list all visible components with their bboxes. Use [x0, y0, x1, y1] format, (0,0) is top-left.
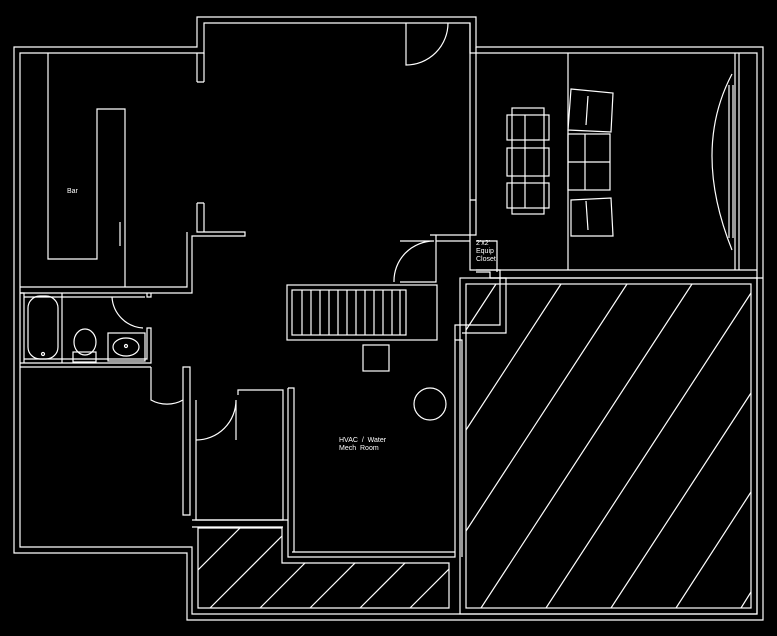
- stairs: [286, 284, 438, 341]
- room-label-mech-line2: Mech Room: [339, 445, 379, 452]
- bathtub: [27, 295, 59, 360]
- room-label-mech-line1: HVAC / Water: [339, 437, 387, 444]
- doors: [111, 22, 449, 441]
- room-label-bar: Bar: [67, 188, 78, 195]
- room-label-closet-line1: Equip: [476, 248, 494, 255]
- interior-walls: [20, 23, 763, 558]
- room-label-closet-line2: Closet: [476, 256, 496, 263]
- water-heater: [413, 387, 447, 421]
- bathroom-fixtures: [27, 293, 146, 363]
- room-label-closet-size: 2'x2': [476, 240, 490, 247]
- toilet: [73, 328, 97, 356]
- exterior-walls: [13, 16, 764, 621]
- projection-screen: [711, 73, 734, 251]
- hvac-unit: [362, 344, 390, 372]
- theater-seating: [506, 88, 614, 237]
- sink: [107, 332, 146, 362]
- bar-counter: [47, 53, 126, 287]
- hatched-area-bottom: [197, 527, 450, 609]
- hatched-area-right: [459, 277, 758, 615]
